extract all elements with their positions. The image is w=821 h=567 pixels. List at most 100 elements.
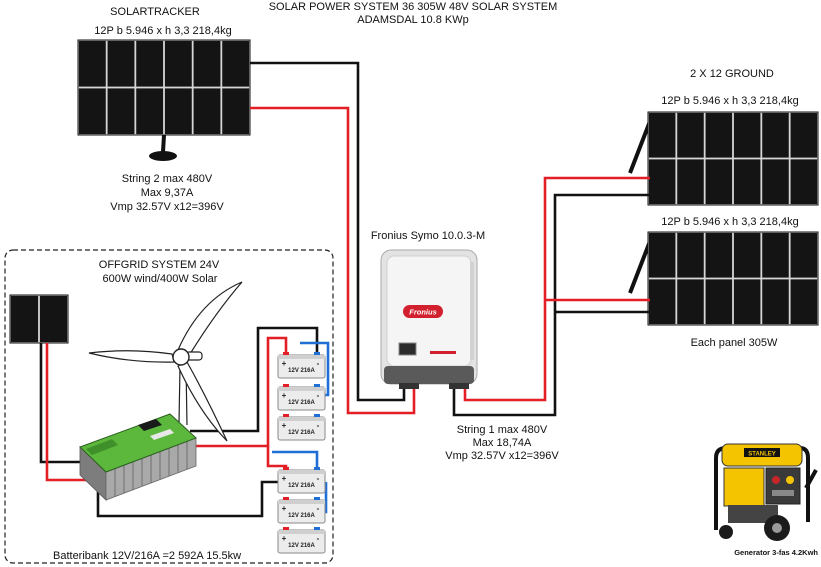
positive-terminal: [283, 527, 289, 530]
solar-module: [136, 88, 164, 135]
solar-module: [164, 88, 192, 135]
solar-module: [733, 112, 761, 158]
ground-panel-note: Each panel 305W: [691, 337, 778, 349]
solar-module: [677, 279, 704, 325]
string1-max-current: Max 18,74A: [473, 437, 532, 449]
diagram-subtitle: ADAMSDAL 10.8 KWp: [357, 14, 468, 26]
generator-control-panel: [765, 467, 801, 505]
battery-label: 12V 216A: [288, 483, 315, 489]
offgrid-boundary: [4, 249, 334, 564]
solar-module: [164, 40, 192, 87]
string1-vmp: Vmp 32.57V x12=396V: [445, 450, 559, 462]
solar-module: [705, 112, 733, 158]
solar-module: [648, 279, 676, 325]
inverter: Fronius: [380, 249, 478, 389]
positive-terminal: [283, 414, 289, 417]
battery-lid: [278, 387, 325, 391]
turbine-blade-left: [88, 350, 175, 363]
solar-module: [733, 279, 761, 325]
inverter-base: [384, 366, 474, 384]
positive-symbol: +: [282, 534, 287, 543]
positive-terminal: [283, 384, 289, 387]
tracker-post: [161, 134, 166, 153]
solar-module: [762, 159, 789, 205]
generator-logo-text: STANLEY: [748, 452, 776, 458]
battery: +-12V 216A: [277, 414, 326, 441]
panel-frame: [77, 39, 251, 136]
solar-module: [733, 159, 761, 205]
inverter-model-badge: [430, 351, 456, 354]
positive-symbol: +: [282, 504, 287, 513]
battery: +-12V 216A: [277, 352, 326, 379]
ground-label: 2 X 12 GROUND: [690, 68, 774, 80]
solar-module: [648, 159, 676, 205]
battery-label: 12V 216A: [288, 400, 315, 406]
string1-max-voltage: String 1 max 480V: [457, 424, 548, 436]
battery-lid: [278, 530, 325, 534]
generator-label: Generator 3-fas 4.2Kwh: [734, 548, 818, 557]
inverter-side-shade: [470, 262, 474, 360]
solar-module: [39, 295, 68, 343]
solar-module: [705, 159, 733, 205]
solar-module: [648, 112, 676, 158]
string2-vmp: Vmp 32.57V x12=396V: [110, 201, 224, 213]
controller-terminal-block: [86, 439, 118, 455]
panel-frame: [647, 111, 819, 206]
battery-label: 12V 216A: [288, 368, 315, 374]
negative-symbol: -: [317, 474, 320, 483]
negative-terminal: [314, 352, 320, 355]
battery-top-positive-wire: [196, 336, 288, 448]
inverter-label: Fronius Symo 10.0.3-M: [371, 230, 485, 242]
solar-module: [705, 279, 733, 325]
battery: +-12V 216A: [277, 527, 326, 554]
solar-module: [790, 279, 818, 325]
battery-label: 12V 216A: [288, 543, 315, 549]
solar-module: [733, 232, 761, 278]
batterybank-label: Batteribank 12V/216A =2 592A 15.5kw: [53, 550, 241, 562]
ground-negative-wire: [452, 193, 650, 417]
solar-module: [677, 232, 704, 278]
offgrid-panel-negative-wire: [39, 343, 82, 464]
battery-top-negative-wire: [190, 326, 319, 433]
ground-top-spec: 12P b 5.946 x h 3,3 218,4kg: [661, 95, 798, 107]
battery-bottom-link-wire: [272, 450, 319, 468]
battery-lid: [278, 470, 325, 474]
solar-module: [222, 40, 250, 87]
generator-wheel-hub: [772, 523, 782, 533]
generator-socket-1: [772, 476, 780, 484]
tracker-stand: [149, 134, 177, 161]
battery: +-12V 216A: [277, 497, 326, 524]
generator-rear-wheel: [719, 525, 733, 539]
solar-module: [762, 279, 789, 325]
negative-terminal: [314, 384, 320, 387]
ground-bottom-spec: 12P b 5.946 x h 3,3 218,4kg: [661, 216, 798, 228]
solar-module: [677, 112, 704, 158]
positive-terminal: [283, 467, 289, 470]
generator-side-panel: [723, 467, 765, 507]
solar-module: [790, 112, 818, 158]
solar-module: [136, 40, 164, 87]
inverter-dc-connector-1: [399, 383, 419, 389]
negative-terminal: [314, 527, 320, 530]
solar-module: [762, 232, 789, 278]
generator: STANLEY: [714, 443, 818, 541]
solartracker-panel-array: [77, 39, 251, 136]
controller-label-plate: [150, 429, 174, 440]
solar-module: [78, 88, 106, 135]
generator-switch: [772, 490, 794, 496]
positive-terminal: [283, 497, 289, 500]
solartracker-label: SOLARTRACKER: [110, 6, 200, 18]
offgrid-panel-positive-wire: [45, 343, 90, 482]
string2-max-voltage: String 2 max 480V: [122, 173, 213, 185]
positive-symbol: +: [282, 391, 287, 400]
negative-terminal: [314, 497, 320, 500]
positive-symbol: +: [282, 474, 287, 483]
offgrid-title: OFFGRID SYSTEM 24V: [99, 259, 220, 271]
wind-turbine: [88, 281, 243, 442]
turbine-hub: [172, 348, 190, 366]
solar-module: [222, 88, 250, 135]
solar-module: [790, 159, 818, 205]
solar-module: [193, 88, 221, 135]
battery-lid: [278, 500, 325, 504]
solar-module: [10, 295, 39, 343]
